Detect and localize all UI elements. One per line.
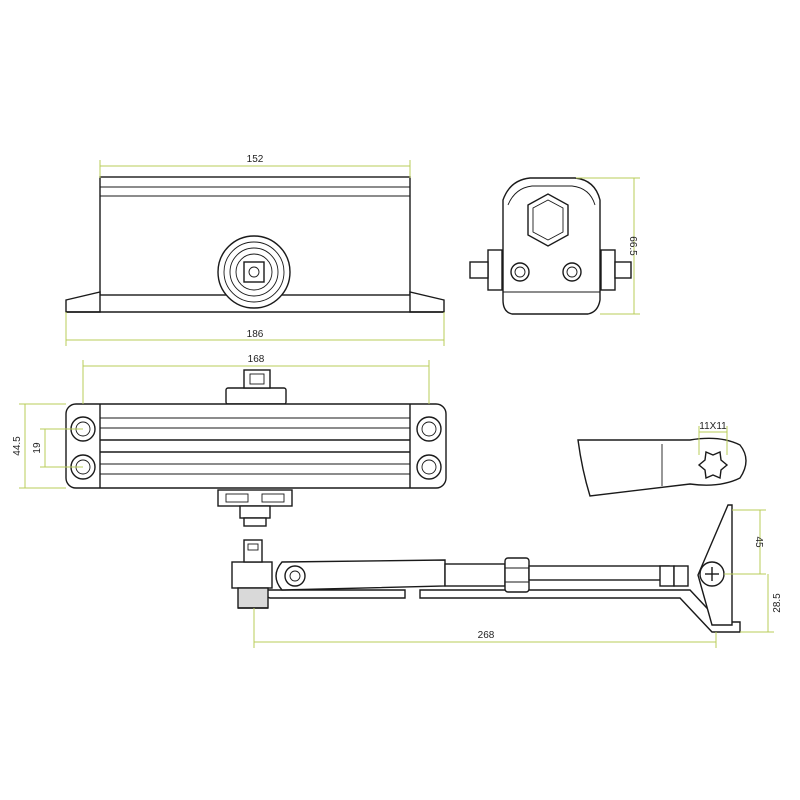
dim-152: 152 — [247, 154, 264, 165]
dim-66-5: 66.5 — [627, 236, 638, 256]
front-view — [65, 176, 445, 313]
top-view — [65, 369, 447, 527]
dim-19: 19 — [32, 442, 43, 454]
dimension-labels: 152 186 66.5 168 44.5 19 11X11 45 28.5 2… — [12, 154, 783, 641]
dim-11x11: 11X11 — [699, 421, 727, 432]
side-view — [469, 177, 632, 315]
dim-268: 268 — [478, 630, 495, 641]
dim-28-5: 28.5 — [772, 593, 783, 613]
right-base-flange — [409, 291, 445, 313]
top-body — [65, 403, 447, 489]
dimension-lines — [19, 160, 774, 648]
dim-44-5: 44.5 — [12, 436, 23, 456]
dim-186: 186 — [247, 329, 264, 340]
dim-45: 45 — [753, 536, 764, 548]
arm-assembly — [231, 504, 741, 633]
spindle-detail — [577, 437, 747, 497]
front-spindle-boss — [217, 235, 291, 309]
left-base-flange — [65, 291, 101, 313]
dim-168: 168 — [248, 354, 265, 365]
